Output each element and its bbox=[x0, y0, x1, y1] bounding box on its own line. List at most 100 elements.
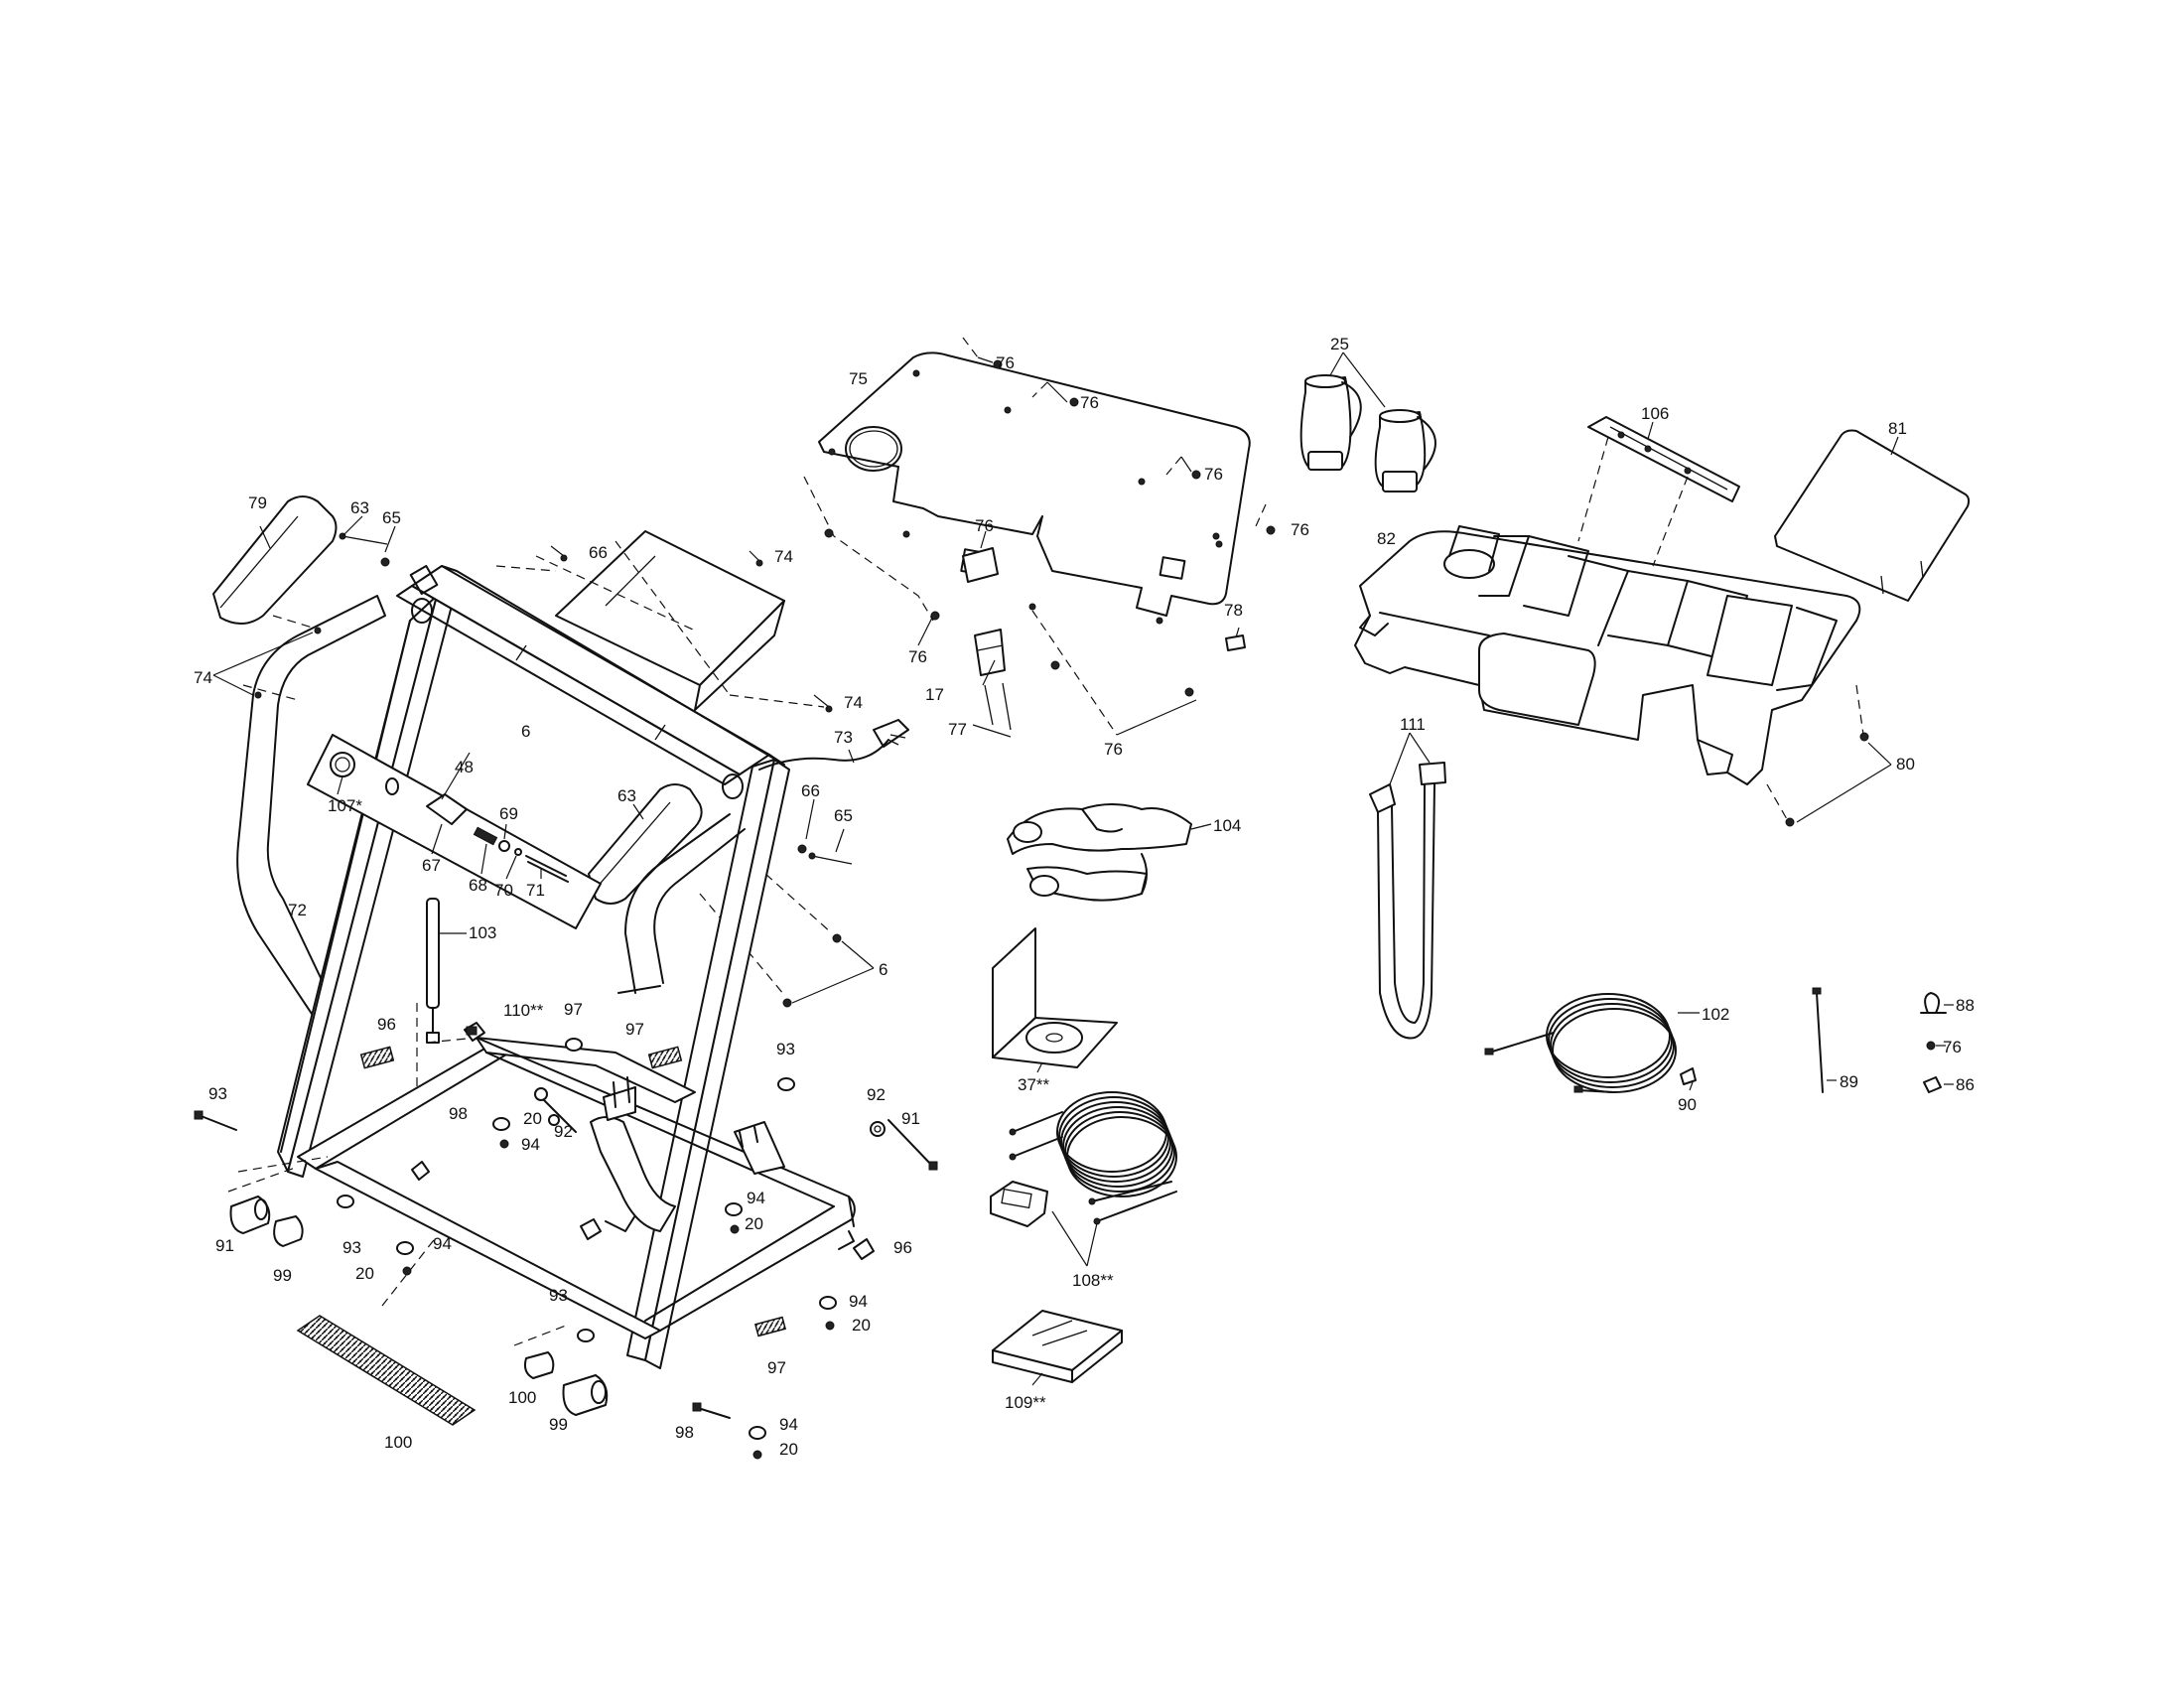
callout-111: 80 bbox=[1896, 755, 1915, 774]
callout-25: 25 bbox=[1330, 335, 1349, 353]
callout-66: 66 bbox=[801, 781, 820, 800]
wire-harness bbox=[758, 719, 909, 771]
callout-65: 63 bbox=[350, 498, 369, 517]
callout-74: 66 bbox=[589, 543, 608, 562]
panel-107 bbox=[307, 734, 602, 929]
callout-73: 6 bbox=[521, 722, 530, 741]
callout-69: 68 bbox=[469, 876, 487, 895]
callout-20: 20 bbox=[745, 1214, 763, 1233]
callout-20: 20 bbox=[852, 1316, 871, 1335]
callout-78: 77 bbox=[948, 720, 967, 739]
nut-washer-sets bbox=[396, 1117, 837, 1460]
hood-hardware bbox=[962, 530, 1246, 738]
callout-93: 93 bbox=[776, 1040, 795, 1058]
callout-104: 103 bbox=[469, 923, 496, 942]
callout-20: 94 bbox=[521, 1135, 540, 1154]
callout-71: 70 bbox=[494, 881, 513, 900]
cable-90 bbox=[1484, 993, 1700, 1093]
callout-82: 81 bbox=[1888, 419, 1907, 438]
callout-98: 98 bbox=[675, 1423, 694, 1442]
callout-80: 82 bbox=[1377, 529, 1396, 548]
callout-81: 106 bbox=[1641, 404, 1669, 423]
callout-75: 75 bbox=[849, 369, 868, 388]
callout-97: 97 bbox=[767, 1358, 786, 1377]
callout-93: 97 bbox=[564, 1000, 583, 1019]
callout-89: 90 bbox=[1678, 1095, 1697, 1114]
callout-76: 76 bbox=[1943, 1038, 1962, 1056]
belt-strip bbox=[296, 1235, 477, 1426]
callout-100: 99 bbox=[273, 1266, 292, 1285]
callout-76: 76 bbox=[996, 353, 1015, 372]
callout-106: 78 bbox=[1224, 601, 1243, 620]
callout-76: 76 bbox=[908, 647, 927, 666]
callout-20: 20 bbox=[355, 1264, 374, 1283]
upright-caps bbox=[212, 495, 853, 905]
callout-72: 71 bbox=[526, 881, 545, 900]
callout-94: 94 bbox=[747, 1189, 765, 1207]
callout-103: 72 bbox=[288, 901, 307, 919]
handgrips bbox=[1299, 352, 1436, 493]
callout-108: 37** bbox=[1018, 1075, 1050, 1094]
callout-96: 110** bbox=[503, 1001, 544, 1020]
callout-84: 88 bbox=[1956, 996, 1975, 1015]
console-cover-82 bbox=[1774, 429, 1971, 602]
callout-98: 93 bbox=[208, 1084, 227, 1103]
callout-94: 98 bbox=[449, 1104, 468, 1123]
key-84-76-86 bbox=[1920, 992, 1954, 1093]
callout-90: 102 bbox=[1702, 1005, 1729, 1024]
clip-89 bbox=[1680, 1067, 1697, 1091]
callout-93: 93 bbox=[342, 1238, 361, 1257]
callout-labels: 25 75 76 76 76 76 76 76 76 76 17 77 78 1… bbox=[194, 335, 1975, 1459]
motor-mount-plates bbox=[495, 530, 833, 713]
callout-99: 91 bbox=[215, 1236, 234, 1255]
callout-86: 86 bbox=[1956, 1075, 1975, 1094]
callout-110: 109** bbox=[1005, 1393, 1046, 1412]
callout-93: 93 bbox=[549, 1286, 568, 1305]
callout-74: 74 bbox=[844, 693, 863, 712]
callout-68: 67 bbox=[422, 856, 441, 875]
callout-107: 48 bbox=[455, 758, 474, 776]
rod-88 bbox=[1812, 987, 1837, 1093]
callout-6: 6 bbox=[879, 960, 887, 979]
callout-17: 76 bbox=[975, 516, 994, 535]
cd-case-108 bbox=[992, 927, 1118, 1073]
callout-63: 79 bbox=[248, 493, 267, 512]
console-trim-81 bbox=[1577, 416, 1740, 567]
video-tape-110 bbox=[992, 1310, 1123, 1386]
console-screws-111 bbox=[1766, 684, 1892, 827]
callout-76: 76 bbox=[1104, 740, 1123, 759]
callout-67: 107* bbox=[328, 796, 362, 815]
console-base bbox=[1354, 525, 1861, 785]
base-frame bbox=[297, 1037, 856, 1339]
callout-99: 99 bbox=[549, 1415, 568, 1434]
straps-79 bbox=[1369, 732, 1446, 1040]
callout-97: 97 bbox=[625, 1020, 644, 1039]
callout-77: 17 bbox=[925, 685, 944, 704]
callout-97: 96 bbox=[377, 1015, 396, 1034]
gas-spring bbox=[416, 898, 467, 1092]
callout-91: 91 bbox=[901, 1109, 920, 1128]
callout-65: 65 bbox=[834, 806, 853, 825]
callout-20: 20 bbox=[779, 1440, 798, 1459]
base-hardware bbox=[194, 1022, 938, 1460]
hood-screw-leaders bbox=[803, 337, 1276, 736]
callout-102: 100 bbox=[384, 1433, 412, 1452]
callout-48: 73 bbox=[834, 728, 853, 747]
cable-109 bbox=[990, 1091, 1177, 1267]
callout-92: 20 bbox=[523, 1109, 542, 1128]
callout-37: 104 bbox=[1213, 816, 1241, 835]
callout-94: 94 bbox=[433, 1234, 452, 1253]
callout-96: 96 bbox=[893, 1238, 912, 1257]
callout-74: 74 bbox=[774, 547, 793, 566]
callout-109: 108** bbox=[1072, 1271, 1114, 1290]
callout-76: 76 bbox=[1291, 520, 1309, 539]
callout-94: 94 bbox=[849, 1292, 868, 1311]
callout-92: 92 bbox=[867, 1085, 886, 1104]
callout-79: 111 bbox=[1400, 715, 1426, 734]
callout-70: 69 bbox=[499, 804, 518, 823]
callout-88: 89 bbox=[1840, 1072, 1858, 1091]
callout-63: 63 bbox=[617, 786, 636, 805]
callout-76: 76 bbox=[1204, 465, 1223, 484]
